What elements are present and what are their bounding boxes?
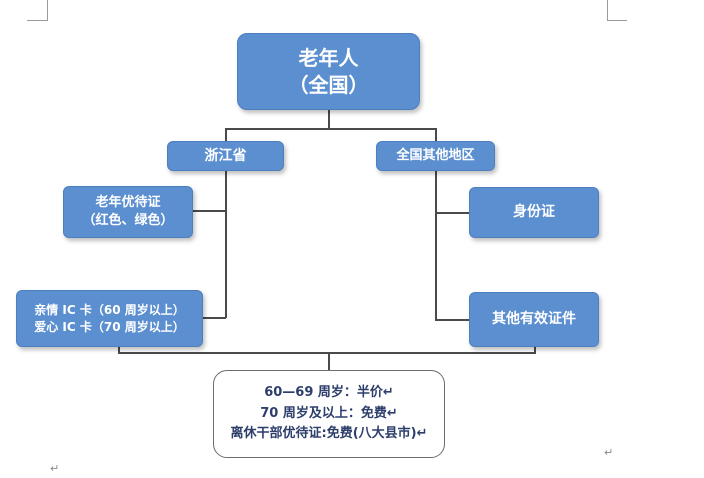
right-item-other-documents: 其他有效证件 bbox=[469, 292, 599, 347]
connector-left-to-iccard bbox=[202, 317, 226, 319]
root-title: 老年人 bbox=[298, 45, 359, 70]
connector-left-branch-drop bbox=[225, 128, 227, 142]
ic-card-line1: 亲情 IC 卡（60 周岁以上） bbox=[34, 303, 185, 318]
root-subtitle: （全国） bbox=[288, 72, 369, 97]
result-line-half-price: 60—69 周岁：半价↵ bbox=[264, 384, 394, 400]
connector-left-to-youdai bbox=[192, 210, 226, 212]
left-item-ic-card: 亲情 IC 卡（60 周岁以上） 爱心 IC 卡（70 周岁以上） bbox=[16, 290, 203, 347]
result-box: 60—69 周岁：半价↵ 70 周岁及以上：免费↵ 离休干部优待证:免费(八大县… bbox=[213, 370, 445, 458]
paragraph-mark-left: ↵ bbox=[50, 462, 60, 475]
ic-card-line2: 爱心 IC 卡（70 周岁以上） bbox=[34, 319, 185, 334]
connector-root-down bbox=[328, 110, 330, 129]
youdai-card-line1: 老年优待证 bbox=[95, 195, 161, 211]
crop-mark-top-left-v bbox=[47, 0, 48, 20]
connector-to-result bbox=[328, 352, 330, 371]
connector-top-horizontal bbox=[225, 128, 437, 130]
connector-other-down bbox=[534, 347, 536, 353]
branch-other-regions-label: 全国其他地区 bbox=[396, 148, 475, 164]
connector-bottom-horizontal bbox=[118, 352, 536, 354]
connector-left-trunk bbox=[225, 170, 227, 318]
connector-right-branch-drop bbox=[435, 128, 437, 142]
result-line-retired-cadre: 离休干部优待证:免费(八大县市)↵ bbox=[230, 426, 428, 442]
result-line-free: 70 周岁及以上：免费↵ bbox=[260, 405, 398, 421]
id-card-label: 身份证 bbox=[513, 204, 555, 221]
right-item-id-card: 身份证 bbox=[469, 187, 599, 238]
branch-other-regions: 全国其他地区 bbox=[376, 141, 495, 171]
connector-right-to-id bbox=[435, 212, 470, 214]
connector-iccard-down bbox=[118, 347, 120, 353]
branch-zhejiang-label: 浙江省 bbox=[204, 147, 247, 164]
branch-zhejiang: 浙江省 bbox=[167, 141, 284, 171]
crop-mark-top-right-h bbox=[607, 20, 627, 21]
left-item-youdai-card: 老年优待证 （红色、绿色） bbox=[63, 186, 193, 238]
crop-mark-top-left-h bbox=[27, 20, 48, 21]
connector-right-to-other bbox=[435, 319, 470, 321]
youdai-card-line2: （红色、绿色） bbox=[82, 213, 174, 228]
connector-right-trunk bbox=[435, 170, 437, 320]
other-documents-label: 其他有效证件 bbox=[492, 311, 576, 328]
crop-mark-top-right-v bbox=[607, 0, 608, 20]
root-node: 老年人 （全国） bbox=[237, 33, 420, 110]
paragraph-mark-right: ↵ bbox=[604, 446, 614, 459]
